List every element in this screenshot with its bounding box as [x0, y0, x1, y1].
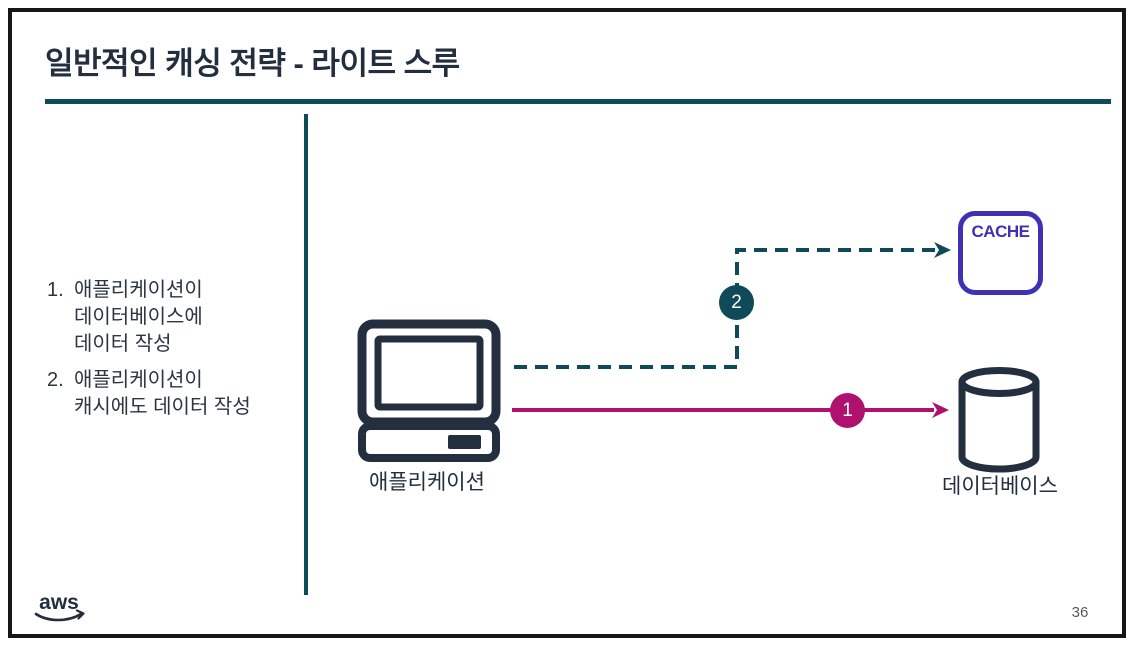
- cache-label: CACHE: [971, 222, 1030, 241]
- database-cylinder-icon: [958, 367, 1040, 473]
- step-number: 2.: [47, 369, 64, 391]
- step-item-1: 1. 애플리케이션이 데이터베이스에 데이터 작성: [47, 277, 297, 358]
- title-underline-rule: [45, 99, 1111, 104]
- step-1-badge: 1: [830, 393, 865, 428]
- step-2-badge: 2: [719, 285, 754, 320]
- step-item-2: 2. 애플리케이션이 캐시에도 데이터 작성: [47, 367, 297, 421]
- page-title: 일반적인 캐싱 전략 - 라이트 스루: [45, 46, 460, 81]
- step-number: 1.: [47, 279, 64, 301]
- step-text: 애플리케이션이 데이터베이스에 데이터 작성: [74, 279, 203, 355]
- aws-logo-text: aws: [39, 591, 79, 614]
- steps-list: 1. 애플리케이션이 데이터베이스에 데이터 작성 2. 애플리케이션이 캐시에…: [47, 277, 297, 421]
- step-text: 애플리케이션이 캐시에도 데이터 작성: [74, 369, 251, 418]
- aws-logo: aws: [34, 591, 85, 622]
- page-number: 36: [1071, 604, 1089, 621]
- vertical-divider: [304, 114, 308, 595]
- database-label: 데이터베이스: [942, 475, 1058, 498]
- cache-box: CACHE: [958, 211, 1043, 295]
- application-label: 애플리케이션: [369, 471, 485, 494]
- computer-icon: [357, 319, 501, 462]
